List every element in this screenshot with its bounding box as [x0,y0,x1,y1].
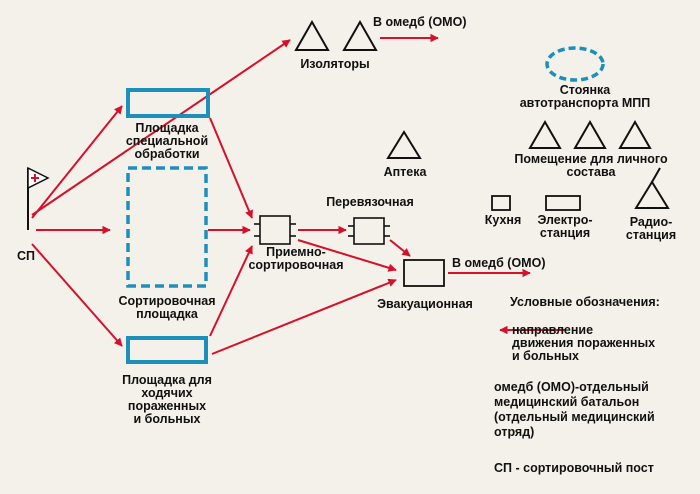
parking-area-icon [545,46,605,82]
legend-arrow-text: направление движения пораженных и больны… [512,323,656,363]
kitchen-icon [491,195,511,211]
arrow-reception-to-evacuation [297,239,397,272]
radio-station-label: Радио- станция [625,215,677,242]
evacuation-label: Эвакуационная [377,297,473,311]
sp-label: СП [16,249,35,263]
staff-tent-icon-2 [573,119,607,149]
arrow-walking-to-evacuation [211,278,397,355]
arrow-sp-to-isolators [31,39,291,216]
kitchen-label: Кухня [484,213,522,227]
power-station-label: Электро- станция [537,213,593,240]
arrow-dressing-to-evacuation [389,239,411,257]
evacuation-room-icon [403,259,445,287]
pharmacy-tent-icon [386,130,422,159]
dressing-label: Перевязочная [326,195,414,209]
arrow-walking-to-reception [209,245,253,337]
dressing-room-icon [348,217,390,245]
pharmacy-label: Аптека [383,165,427,179]
reception-sorting-label: Приемно- сортировочная [248,245,344,272]
staff-room-label: Помещение для личного состава [514,152,668,179]
reception-sorting-room-icon [254,215,296,245]
arrow-sp-to-walking [31,243,123,347]
legend-omedb-definition: омедб (ОМО)-отдельный медицинский баталь… [494,380,655,439]
legend-sp-definition: СП - сортировочный пост [494,461,654,475]
walking-area-label: Площадка для ходячих пораженных и больны… [122,373,212,426]
legend-title: Условные обозначения: [510,295,660,309]
sorting-area-label: Сортировочная площадка [118,294,216,321]
staff-tent-icon-3 [618,119,652,149]
to-omedb-mid-label: В омедб (ОМО) [452,256,546,270]
sp-flag-icon [27,166,50,230]
isolator-tent-icon [294,19,330,51]
special-treatment-box [126,88,210,118]
arrow-sp-to-special [31,105,123,219]
staff-tent-icon [528,119,562,149]
sorting-area-box [126,166,208,288]
walking-area-box [126,336,208,364]
to-omedb-top-label: В омедб (ОМО) [373,15,467,29]
arrow-special-to-reception [209,117,253,219]
radio-station-icon [634,167,670,209]
isolators-label: Изоляторы [300,57,370,71]
parking-label: Стоянка автотранспорта МПП [519,83,651,110]
isolator-tent-icon-2 [342,19,378,51]
special-treatment-label: Площадка специальной обработки [125,121,209,161]
power-station-icon [545,195,581,211]
